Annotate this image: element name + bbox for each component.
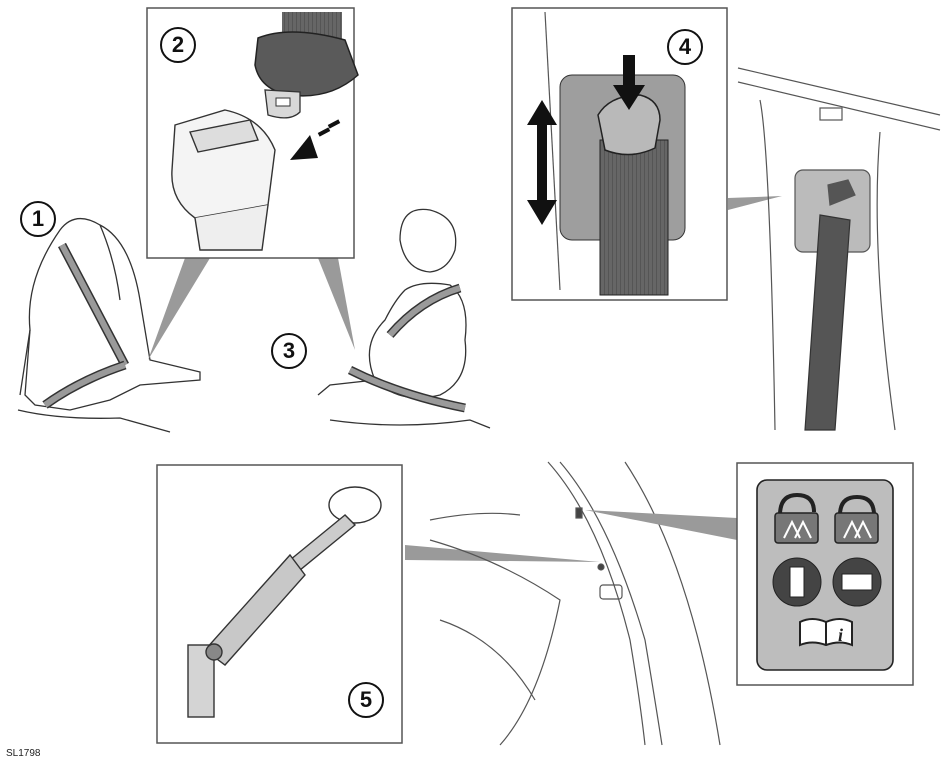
b-pillar-scene [738,68,940,430]
panel-pointer [585,510,737,540]
inset-2-pointer-right [318,258,355,350]
svg-text:i: i [838,625,843,645]
inset-4-pointer [728,196,782,210]
window-disabled-icon [833,558,881,606]
door-scene [430,462,720,745]
callout-5: 5 [348,682,384,718]
callout-3: 3 [271,333,307,369]
handbook-info-icon: i [800,619,852,645]
inset-5-pointer [405,545,600,562]
callout-1: 1 [20,201,56,237]
window-enabled-icon [773,558,821,606]
callout-4: 4 [667,29,703,65]
inset-2-pointer [148,258,210,360]
reference-code: SL1798 [6,748,40,759]
adult-seatbelt [45,245,125,405]
callout-2: 2 [160,27,196,63]
